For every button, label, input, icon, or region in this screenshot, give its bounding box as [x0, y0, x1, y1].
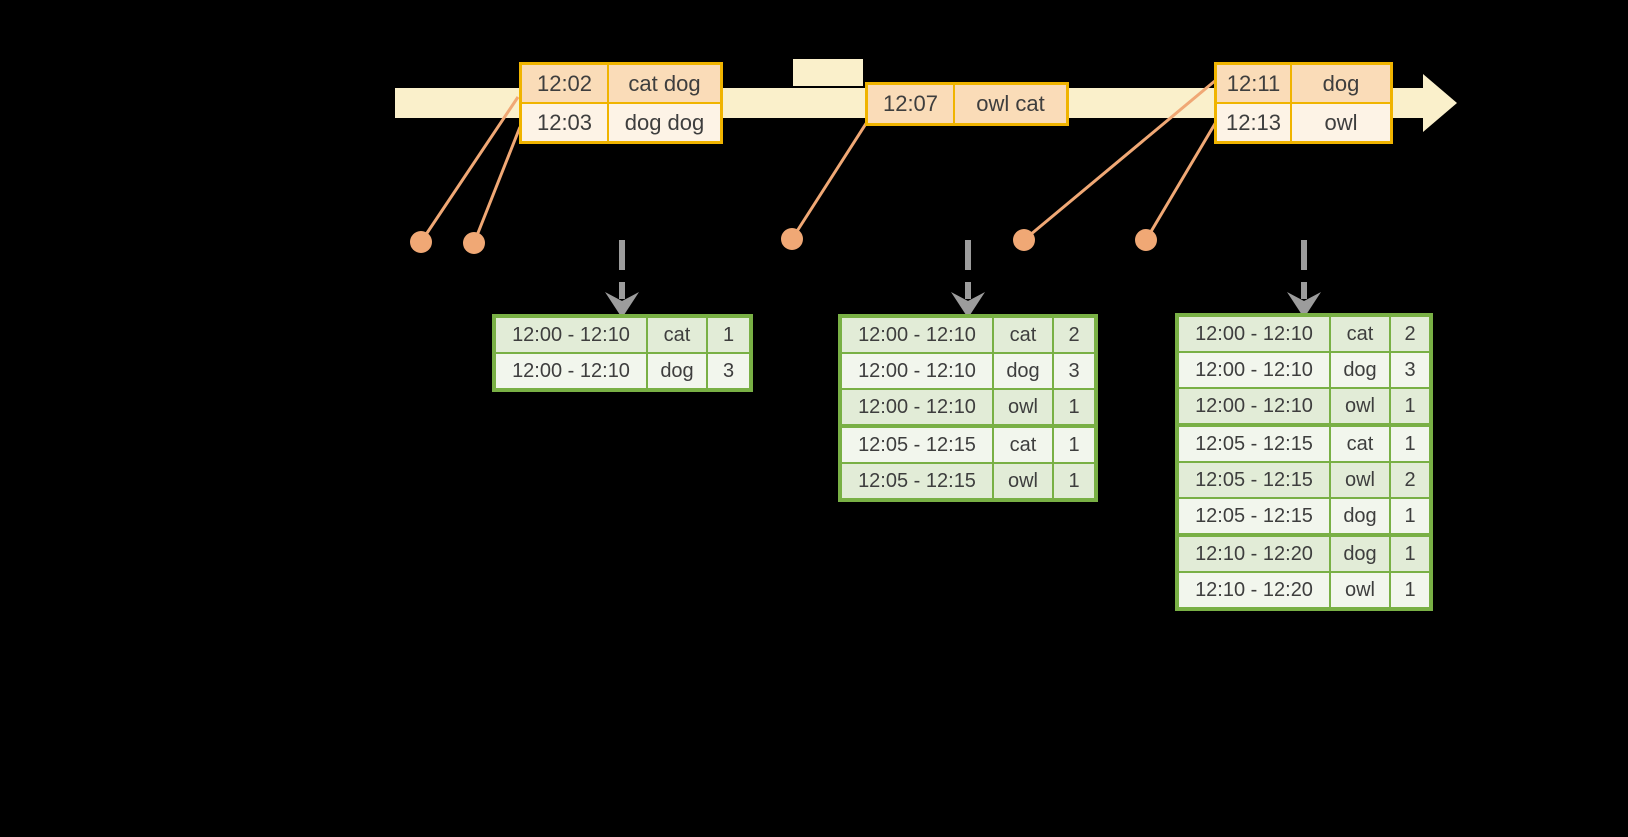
- trigger-arrows: [605, 240, 1321, 318]
- count-cell: 3: [722, 359, 735, 382]
- window-cell: 12:00 - 12:10: [496, 318, 648, 352]
- word-cell: cat: [994, 428, 1054, 462]
- event-time: 12:03: [522, 104, 609, 141]
- event-row: 12:07 owl cat: [868, 85, 1066, 123]
- event-connectors: [419, 78, 1218, 244]
- event-box-1202-1203: 12:02 cat dog 12:03 dog dog: [519, 62, 723, 144]
- window-cell: 12:10 - 12:20: [1179, 537, 1331, 571]
- result-table-3: 12:00 - 12:10 cat 2 12:00 - 12:10 dog 3 …: [1175, 313, 1433, 611]
- event-row: 12:13 owl: [1217, 102, 1390, 141]
- event-dot: [1135, 229, 1157, 251]
- window-cell: 12:05 - 12:15: [842, 464, 994, 498]
- word-cell: dog: [648, 354, 708, 388]
- event-time: 12:02: [522, 65, 609, 102]
- count-cell: 1: [1404, 542, 1416, 565]
- window-cell: 12:05 - 12:15: [1179, 499, 1331, 533]
- timeline-arrowhead-icon: [1423, 74, 1457, 132]
- word-cell: cat: [994, 318, 1054, 352]
- event-connector-line: [1023, 78, 1217, 242]
- table-row: 12:05 - 12:15 owl 2: [1179, 461, 1429, 497]
- window-cell: 12:05 - 12:15: [1179, 463, 1331, 497]
- event-row: 12:02 cat dog: [522, 65, 720, 102]
- table-row: 12:00 - 12:10 cat 1: [496, 318, 749, 352]
- word-cell: owl: [994, 464, 1054, 498]
- event-row: 12:03 dog dog: [522, 102, 720, 141]
- table-row: 12:05 - 12:15 dog 1: [1179, 497, 1429, 533]
- table-row: 12:00 - 12:10 owl 1: [842, 388, 1094, 424]
- event-dot: [781, 228, 803, 250]
- event-connector-line: [472, 126, 522, 244]
- event-time: 12:07: [868, 85, 955, 123]
- event-words: dog dog: [624, 109, 705, 135]
- word-cell: cat: [1331, 317, 1391, 351]
- word-cell: dog: [1331, 537, 1391, 571]
- result-table-1: 12:00 - 12:10 cat 1 12:00 - 12:10 dog 3: [492, 314, 753, 392]
- table-row: 12:10 - 12:20 owl 1: [1179, 571, 1429, 607]
- count-cell: 1: [722, 323, 735, 346]
- event-connector-line: [419, 96, 520, 243]
- event-dot: [410, 231, 432, 253]
- event-connector-line: [790, 121, 869, 240]
- window-cell: 12:10 - 12:20: [1179, 573, 1331, 607]
- event-row: 12:11 dog: [1217, 65, 1390, 102]
- count-cell: 3: [1068, 359, 1080, 382]
- window-cell: 12:00 - 12:10: [842, 354, 994, 388]
- trigger-arrowhead-icon: [1287, 292, 1321, 318]
- table-row: 12:00 - 12:10 cat 2: [842, 318, 1094, 352]
- event-dot: [1013, 229, 1035, 251]
- event-words: cat dog: [628, 70, 701, 96]
- count-cell: 3: [1404, 358, 1416, 381]
- table-row: 12:00 - 12:10 cat 2: [1179, 317, 1429, 351]
- table-row: 12:00 - 12:10 dog 3: [496, 352, 749, 388]
- count-cell: 1: [1404, 432, 1416, 455]
- event-connector-line: [1144, 121, 1218, 241]
- word-cell: cat: [1331, 427, 1391, 461]
- table-row: 12:00 - 12:10 dog 3: [842, 352, 1094, 388]
- table-row: 12:10 - 12:20 dog 1: [1179, 533, 1429, 571]
- count-cell: 1: [1404, 578, 1416, 601]
- event-words: owl: [1324, 109, 1358, 135]
- event-dot: [463, 232, 485, 254]
- word-cell: owl: [1331, 389, 1391, 423]
- table-row: 12:05 - 12:15 cat 1: [1179, 423, 1429, 461]
- window-cell: 12:00 - 12:10: [496, 354, 648, 388]
- table-row: 12:05 - 12:15 cat 1: [842, 424, 1094, 462]
- window-cell: 12:05 - 12:15: [1179, 427, 1331, 461]
- event-box-1211-1213: 12:11 dog 12:13 owl: [1214, 62, 1393, 144]
- trigger-arrowhead-icon: [951, 292, 985, 318]
- event-words: dog: [1322, 70, 1360, 96]
- window-cell: 12:00 - 12:10: [1179, 317, 1331, 351]
- count-cell: 2: [1404, 468, 1416, 491]
- count-cell: 1: [1068, 469, 1080, 492]
- word-cell: owl: [1331, 463, 1391, 497]
- table-row: 12:00 - 12:10 dog 3: [1179, 351, 1429, 387]
- window-cell: 12:00 - 12:10: [1179, 353, 1331, 387]
- count-cell: 1: [1068, 395, 1080, 418]
- table-row: 12:05 - 12:15 owl 1: [842, 462, 1094, 498]
- timeline-bar-fragment: [793, 59, 863, 86]
- count-cell: 1: [1404, 504, 1416, 527]
- word-cell: dog: [994, 354, 1054, 388]
- count-cell: 2: [1068, 323, 1080, 346]
- trigger-arrowhead-icon: [605, 292, 639, 318]
- event-time: 12:11: [1217, 65, 1292, 102]
- count-cell: 1: [1404, 394, 1416, 417]
- event-box-1207: 12:07 owl cat: [865, 82, 1069, 126]
- window-cell: 12:05 - 12:15: [842, 428, 994, 462]
- window-cell: 12:00 - 12:10: [842, 390, 994, 424]
- count-cell: 1: [1068, 433, 1080, 456]
- word-cell: dog: [1331, 353, 1391, 387]
- word-cell: cat: [648, 318, 708, 352]
- word-cell: owl: [1331, 573, 1391, 607]
- window-cell: 12:00 - 12:10: [842, 318, 994, 352]
- event-words: owl cat: [976, 91, 1045, 116]
- event-dots: [410, 228, 1157, 254]
- word-cell: dog: [1331, 499, 1391, 533]
- result-table-2: 12:00 - 12:10 cat 2 12:00 - 12:10 dog 3 …: [838, 314, 1098, 502]
- table-row: 12:00 - 12:10 owl 1: [1179, 387, 1429, 423]
- word-cell: owl: [994, 390, 1054, 424]
- window-cell: 12:00 - 12:10: [1179, 389, 1331, 423]
- event-time: 12:13: [1217, 104, 1292, 141]
- count-cell: 2: [1404, 322, 1416, 345]
